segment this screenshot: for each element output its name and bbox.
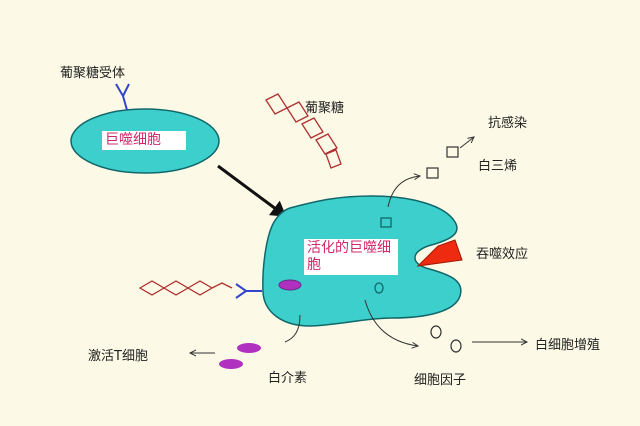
macrophage-label: 巨噬细胞 — [102, 131, 186, 150]
glucan-chain — [265, 93, 342, 169]
glucan-receptor-label: 葡聚糖受体 — [60, 66, 126, 81]
interleukin-particle — [219, 359, 243, 369]
cytokine-label: 细胞因子 — [414, 373, 467, 388]
leukotriene-granule — [380, 217, 392, 228]
leukotriene-release-arrow — [387, 176, 420, 208]
activation-arrow — [217, 164, 287, 217]
leukotriene-square — [446, 146, 459, 158]
cytokine-circle — [430, 325, 442, 339]
glucan-receptor-icon — [115, 83, 130, 111]
glucan-label: 葡聚糖 — [305, 101, 345, 116]
interleukin-release-line — [284, 314, 301, 343]
interleukin-label: 白介素 — [268, 371, 308, 386]
anti-infection-arrow — [459, 137, 474, 149]
leukotriene-square — [426, 167, 439, 179]
interleukin-granule — [278, 279, 302, 291]
cytokine-release-arrow — [364, 299, 418, 346]
cytokine-granule — [374, 282, 384, 294]
interleukin-particle — [237, 343, 261, 353]
leukotriene-label: 白三烯 — [478, 159, 518, 174]
phagocytosis-label: 吞噬效应 — [476, 247, 529, 262]
cytokine-circle — [450, 339, 462, 353]
bound-receptor-icon — [235, 283, 262, 299]
activate-t-cells-label: 激活T细胞 — [88, 349, 148, 364]
anti-infection-label: 抗感染 — [488, 116, 528, 131]
bound-glucan-chain — [138, 280, 233, 296]
phagocytosed-particle — [416, 239, 463, 267]
activated-macrophage-label: 活化的巨噬细胞 — [304, 239, 398, 275]
leukocyte-proliferation-label: 白细胞增殖 — [535, 338, 601, 353]
